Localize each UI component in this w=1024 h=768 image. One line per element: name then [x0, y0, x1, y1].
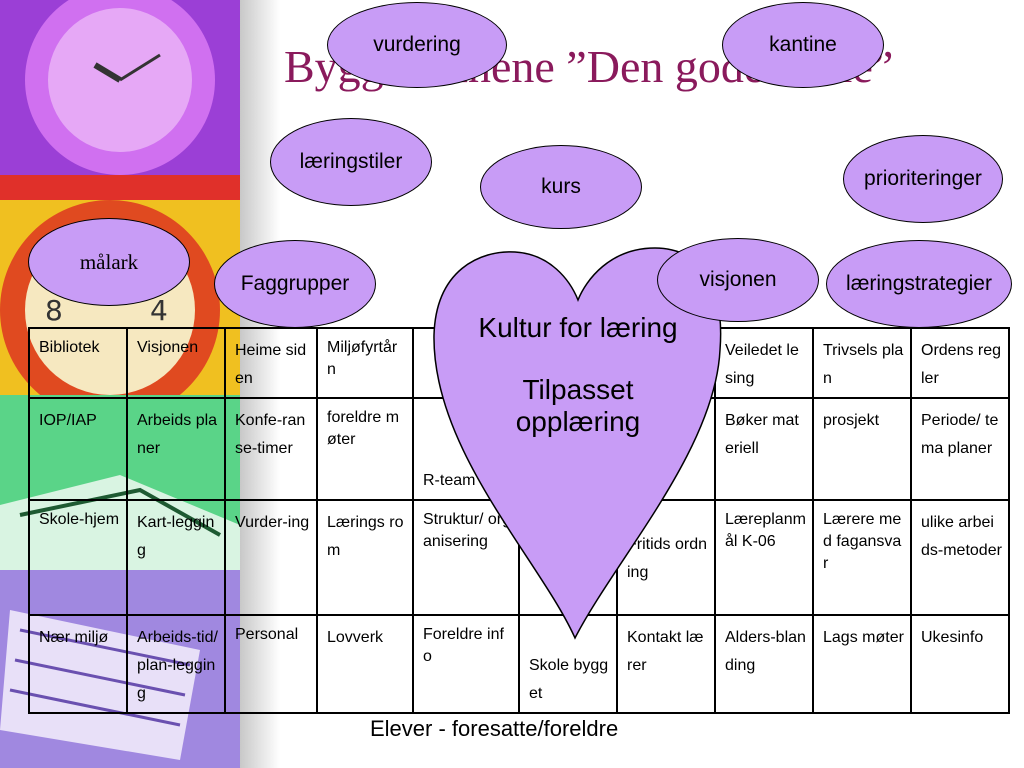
bubble-kurs: kurs — [480, 145, 642, 229]
table-cell: Læreplanmål K-06 — [714, 499, 814, 616]
table-cell: Arbeids planer — [126, 397, 226, 501]
table-cell: Lovverk — [316, 614, 414, 714]
table-cell: Vurder-ing — [224, 499, 318, 616]
bubble-laeringstiler: læringstiler — [270, 118, 432, 206]
table-cell: Arbeids-tid/plan-legging — [126, 614, 226, 714]
table-cell: Bøker materiell — [714, 397, 814, 501]
table-cell: prosjekt — [812, 397, 912, 501]
table-cell: Ukesinfo — [910, 614, 1010, 714]
heart-text: Kultur for læring Tilpasset opplæring — [433, 312, 723, 438]
table-cell: Alders-blanding — [714, 614, 814, 714]
table-cell: Ordens regler — [910, 327, 1010, 399]
bubble-visjonen: visjonen — [657, 238, 819, 322]
table-row: Nær miljø Arbeids-tid/plan-legging Perso… — [28, 614, 1010, 714]
heart-line-2: Tilpasset — [522, 374, 634, 405]
svg-text:4: 4 — [150, 294, 168, 327]
table-row: Skole-hjem Kart-legging Vurder-ing Lærin… — [28, 499, 1010, 616]
clock-photo-top — [0, 0, 240, 200]
table-cell: Personal — [224, 614, 318, 714]
table-cell: Lærings rom — [316, 499, 414, 616]
table-cell: Skole bygget — [518, 614, 618, 714]
table-cell: Trivsels plan — [812, 327, 912, 399]
bubble-laeringsstrategier: læringstrategier — [826, 240, 1012, 328]
svg-text:8: 8 — [45, 294, 63, 327]
table-cell: Visjonen — [126, 327, 226, 399]
table-cell: Veiledet lesing — [714, 327, 814, 399]
table-cell: Konfe-ranse-timer — [224, 397, 318, 501]
table-cell: Kontakt lærer — [616, 614, 716, 714]
table-cell: Miljøfyrtårn — [316, 327, 414, 399]
table-cell: ulike arbeids-metoder — [910, 499, 1010, 616]
bubble-vurdering: vurdering — [327, 2, 507, 88]
table-cell: Skole-hjem — [28, 499, 128, 616]
heart-line-3: opplæring — [515, 406, 641, 437]
table-cell: Periode/ tema planer — [910, 397, 1010, 501]
table-cell: Lærere med fagansvar — [812, 499, 912, 616]
bubble-malark: målark — [28, 218, 190, 306]
heart-shape — [433, 247, 722, 640]
table-cell: Foreldre info — [412, 614, 520, 714]
table-cell: IOP/IAP — [28, 397, 128, 501]
table-cell: Kart-legging — [126, 499, 226, 616]
heart-line-1: Kultur for læring — [478, 312, 678, 343]
bubble-faggrupper: Faggrupper — [214, 240, 376, 328]
table-cell: Lags møter — [812, 614, 912, 714]
table-cell: Nær miljø — [28, 614, 128, 714]
table-cell: Heime siden — [224, 327, 318, 399]
footer-caption: Elever - foresatte/foreldre — [370, 716, 619, 741]
table-cell: foreldre møter — [316, 397, 414, 501]
table-cell: Bibliotek — [28, 327, 128, 399]
bubble-kantine: kantine — [722, 2, 884, 88]
clock-icon — [0, 0, 240, 200]
bubble-prioriteringer: prioriteringer — [843, 135, 1003, 223]
